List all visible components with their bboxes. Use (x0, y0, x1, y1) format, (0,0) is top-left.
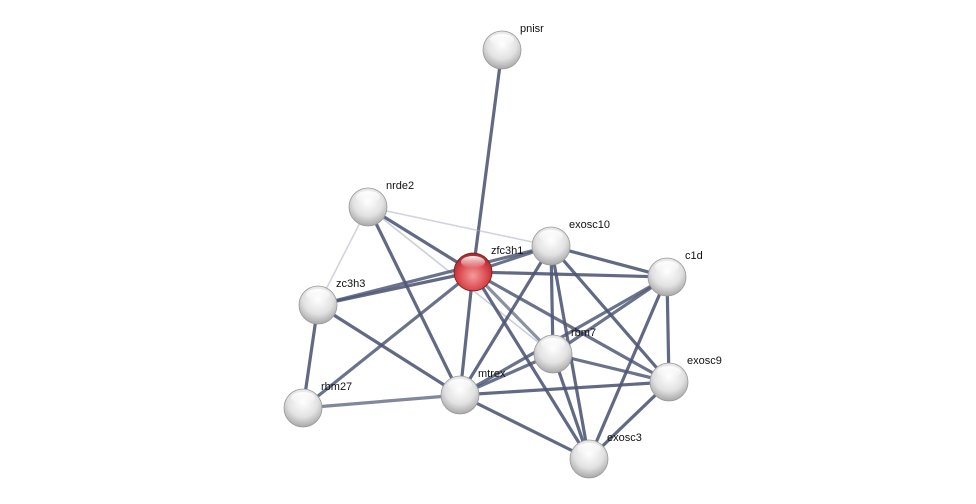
edge-rbm7-exosc9[interactable] (552, 352, 670, 384)
edge-exosc10-mtrex[interactable] (458, 245, 553, 396)
node-highlight (541, 338, 565, 350)
node-mtrex[interactable]: mtrex (440, 368, 506, 415)
node-highlight (461, 256, 485, 268)
node-rbm27[interactable]: rbm27 (283, 381, 352, 428)
edge-zfc3h1-c1d[interactable] (472, 270, 668, 279)
node-highlight (655, 261, 679, 273)
node-highlight (356, 191, 380, 203)
node-label: zc3h3 (336, 278, 365, 290)
edge-rbm27-mtrex[interactable] (302, 393, 461, 410)
node-layer: pnisr nrde2 zfc3h1 exosc10 c1d zc3h3 rbm7 exosc… (283, 23, 722, 479)
node-highlight (657, 366, 681, 378)
node-label: zfc3h1 (491, 245, 523, 257)
edge-nrde2-exosc10[interactable] (367, 206, 552, 247)
edge-layer (301, 49, 671, 461)
node-highlight (291, 392, 315, 404)
node-exosc9[interactable]: exosc9 (649, 355, 722, 402)
edge-mtrex-exosc9[interactable] (459, 380, 670, 397)
node-c1d[interactable]: c1d (647, 250, 703, 297)
edge-rbm27-zfc3h1[interactable] (302, 270, 474, 410)
edge-zc3h3-mtrex[interactable] (317, 303, 461, 397)
edge-pnisr-zfc3h1[interactable] (471, 49, 504, 273)
node-highlight (539, 230, 563, 242)
node-label: exosc10 (569, 219, 610, 231)
edge-c1d-rbm7[interactable] (552, 275, 668, 356)
edge-zfc3h1-exosc3[interactable] (471, 271, 591, 460)
node-exosc10[interactable]: exosc10 (531, 219, 610, 266)
node-label: exosc3 (607, 432, 642, 444)
node-pnisr[interactable]: pnisr (482, 23, 544, 70)
edge-nrde2-mtrex[interactable] (366, 206, 462, 396)
node-exosc3[interactable]: exosc3 (569, 432, 642, 479)
edge-mtrex-exosc3[interactable] (459, 393, 590, 461)
edge-zc3h3-exosc10[interactable] (317, 244, 552, 307)
node-label: rbm7 (571, 327, 596, 339)
edge-c1d-exosc3[interactable] (587, 276, 669, 460)
edge-zfc3h1-mtrex[interactable] (458, 271, 475, 396)
node-label: c1d (685, 250, 703, 262)
node-highlight (490, 34, 514, 46)
node-label: exosc9 (687, 355, 722, 367)
edge-exosc10-c1d[interactable] (550, 244, 668, 279)
node-highlight (306, 289, 330, 301)
edge-nrde2-zfc3h1[interactable] (367, 205, 474, 274)
node-rbm7[interactable]: rbm7 (533, 327, 596, 374)
node-zfc3h1[interactable]: zfc3h1 (453, 245, 523, 292)
node-zc3h3[interactable]: zc3h3 (298, 278, 365, 325)
node-label: pnisr (520, 23, 544, 35)
edge-zfc3h1-exosc9[interactable] (472, 270, 670, 384)
node-label: rbm27 (321, 381, 352, 393)
node-label: nrde2 (386, 180, 414, 192)
edge-c1d-mtrex[interactable] (459, 275, 668, 397)
node-nrde2[interactable]: nrde2 (348, 180, 414, 227)
node-highlight (577, 443, 601, 455)
node-label: mtrex (478, 368, 506, 380)
node-highlight (448, 379, 472, 391)
